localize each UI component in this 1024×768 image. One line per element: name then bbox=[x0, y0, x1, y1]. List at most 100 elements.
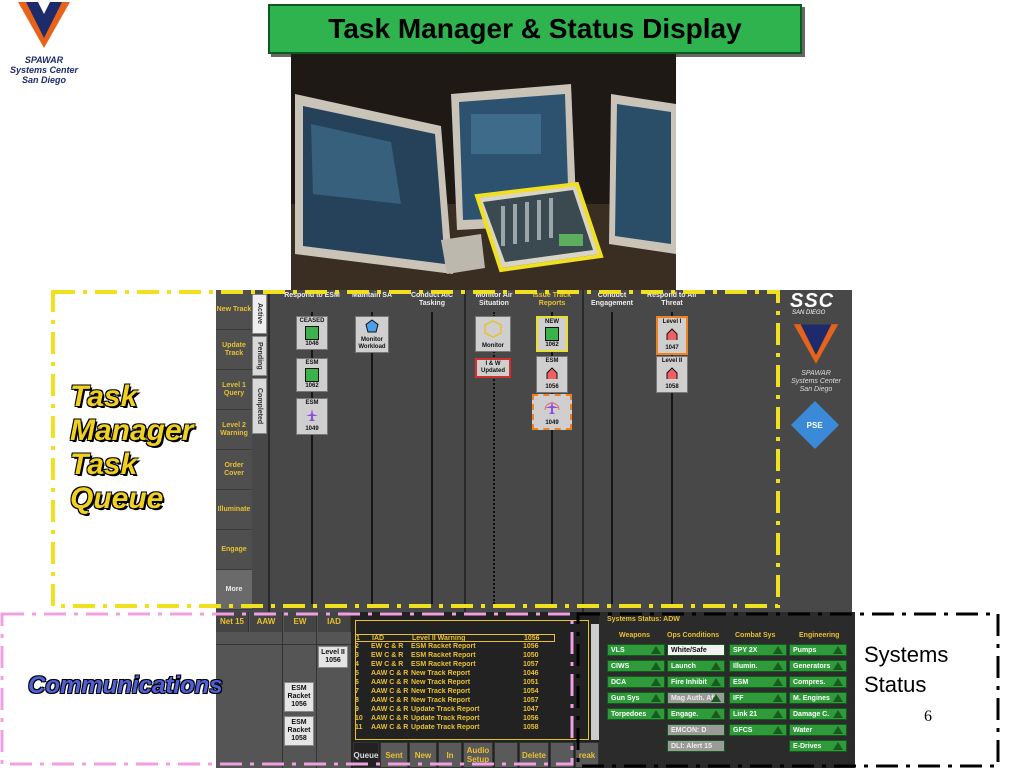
task-card[interactable]: CEASED 1046 bbox=[296, 316, 328, 350]
level1-query-button[interactable]: Level 1 Query bbox=[216, 370, 252, 410]
tab-ew[interactable]: EW bbox=[284, 612, 317, 632]
card-top-label: ESM bbox=[305, 400, 319, 406]
card-bottom-label: 1046 bbox=[305, 341, 319, 347]
right-logo-line2: Systems Center bbox=[791, 378, 841, 385]
order-cover-button[interactable]: Order Cover bbox=[216, 450, 252, 490]
task-card[interactable]: ESM 1056 bbox=[536, 356, 568, 393]
status-engineering-item[interactable]: M. Engines bbox=[789, 692, 847, 704]
blank-button[interactable] bbox=[550, 742, 574, 768]
queue-button[interactable]: Queue bbox=[353, 742, 379, 768]
status-combat-item[interactable]: SPY 2X bbox=[729, 644, 787, 656]
new-track-button[interactable]: New Track bbox=[216, 290, 252, 330]
status-ops-item[interactable]: Mag Auth. Aft bbox=[667, 692, 725, 704]
status-weapons-item[interactable]: CIWS bbox=[607, 660, 665, 672]
systems-status-label: Systems Status bbox=[864, 640, 948, 700]
status-engineering-item[interactable]: Generators bbox=[789, 660, 847, 672]
pentagon-icon bbox=[365, 319, 379, 333]
card-bottom-label: 1049 bbox=[545, 420, 559, 426]
status-ops-item[interactable]: Engage. bbox=[667, 708, 725, 720]
new-button[interactable]: New bbox=[409, 742, 437, 768]
status-engineering-item[interactable]: Pumps bbox=[789, 644, 847, 656]
status-engineering-item[interactable]: E-Drives bbox=[789, 740, 847, 752]
comm-message[interactable]: Level II 1056 bbox=[318, 646, 348, 668]
status-item-label: DCA bbox=[611, 679, 627, 686]
status-weapons-item[interactable]: Torpedoes bbox=[607, 708, 665, 720]
tab-aaw[interactable]: AAW bbox=[250, 612, 283, 632]
tab-completed[interactable]: Completed bbox=[252, 378, 267, 434]
illuminate-button[interactable]: Illuminate bbox=[216, 490, 252, 530]
status-ops-item[interactable]: Fire Inhibit bbox=[667, 676, 725, 688]
tab-iad[interactable]: IAD bbox=[318, 612, 351, 632]
status-combat-item[interactable]: GFCS bbox=[729, 724, 787, 736]
col-conduct-engagement: Conduct Engagement bbox=[590, 292, 633, 307]
status-item-label: Compres. bbox=[793, 679, 826, 686]
status-weapons-item[interactable]: VLS bbox=[607, 644, 665, 656]
col-maintain-sa: Maintain SA bbox=[351, 292, 393, 299]
status-combat-item[interactable]: Illumin. bbox=[729, 660, 787, 672]
task-card[interactable]: I & W Updated bbox=[475, 358, 511, 378]
blank-button[interactable] bbox=[494, 742, 518, 768]
column-line bbox=[371, 312, 373, 604]
task-card[interactable]: ESM 1062 bbox=[296, 358, 328, 392]
level2-warning-button[interactable]: Level 2 Warning bbox=[216, 410, 252, 450]
queue-scrollbar[interactable] bbox=[591, 624, 599, 740]
queue-cell: New Track Report bbox=[411, 670, 471, 677]
queue-cell: 11 bbox=[355, 724, 363, 731]
task-card[interactable]: Monitor Workload bbox=[355, 316, 389, 353]
status-item-label: Pumps bbox=[793, 647, 817, 654]
status-engineering-item[interactable]: Compres. bbox=[789, 676, 847, 688]
tab-pending[interactable]: Pending bbox=[252, 336, 267, 376]
up-arrow-icon bbox=[651, 662, 661, 670]
sent-button[interactable]: Sent bbox=[380, 742, 408, 768]
status-combat-item[interactable]: IFF bbox=[729, 692, 787, 704]
status-weapons-item[interactable]: Gun Sys bbox=[607, 692, 665, 704]
status-ops-item[interactable]: Launch bbox=[667, 660, 725, 672]
task-card[interactable]: ESM 1049 bbox=[296, 398, 328, 435]
status-ops-item[interactable]: EMCON: D bbox=[667, 724, 725, 736]
status-item-label: VLS bbox=[611, 647, 625, 654]
task-card[interactable]: Level II 1058 bbox=[656, 356, 688, 393]
tab-active[interactable]: Active bbox=[252, 294, 267, 334]
in-button[interactable]: In bbox=[438, 742, 462, 768]
status-item-label: Link 21 bbox=[733, 711, 758, 718]
task-card[interactable]: Level I 1047 bbox=[656, 316, 688, 355]
up-arrow-icon bbox=[651, 678, 661, 686]
status-engineering-item[interactable]: Damage C. bbox=[789, 708, 847, 720]
task-card[interactable]: 1049 bbox=[532, 394, 572, 430]
status-combat-item[interactable]: Link 21 bbox=[729, 708, 787, 720]
more-button[interactable]: More bbox=[216, 570, 252, 610]
delete-button[interactable]: Delete bbox=[519, 742, 549, 768]
status-item-label: CIWS bbox=[611, 663, 630, 670]
comm-message[interactable]: ESM Racket 1058 bbox=[284, 716, 314, 746]
card-bottom-label: 1062 bbox=[545, 342, 559, 348]
audio-setup-button[interactable]: Audio Setup bbox=[463, 742, 493, 768]
queue-cell: 1057 bbox=[523, 697, 539, 704]
update-track-button[interactable]: Update Track bbox=[216, 330, 252, 370]
status-ops-item[interactable]: DLI: Alert 15 bbox=[667, 740, 725, 752]
queue-cell: AAW C & R bbox=[371, 679, 409, 686]
card-bottom-label: 1062 bbox=[305, 383, 319, 389]
queue-cell: 9 bbox=[355, 706, 359, 713]
status-weapons-item[interactable]: DCA bbox=[607, 676, 665, 688]
task-card[interactable]: NEW 1062 bbox=[536, 316, 568, 352]
break-button[interactable]: reak bbox=[575, 742, 599, 768]
status-engineering-item[interactable]: Water bbox=[789, 724, 847, 736]
tab-net15[interactable]: Net 15 bbox=[216, 612, 249, 632]
task-card[interactable]: Monitor bbox=[475, 316, 511, 352]
status-combat-item[interactable]: ESM bbox=[729, 676, 787, 688]
status-ops-item[interactable]: White/Safe bbox=[667, 644, 725, 656]
comm-message[interactable]: ESM Racket 1056 bbox=[284, 682, 314, 712]
queue-cell: 1057 bbox=[523, 661, 539, 668]
engage-button[interactable]: Engage bbox=[216, 530, 252, 570]
